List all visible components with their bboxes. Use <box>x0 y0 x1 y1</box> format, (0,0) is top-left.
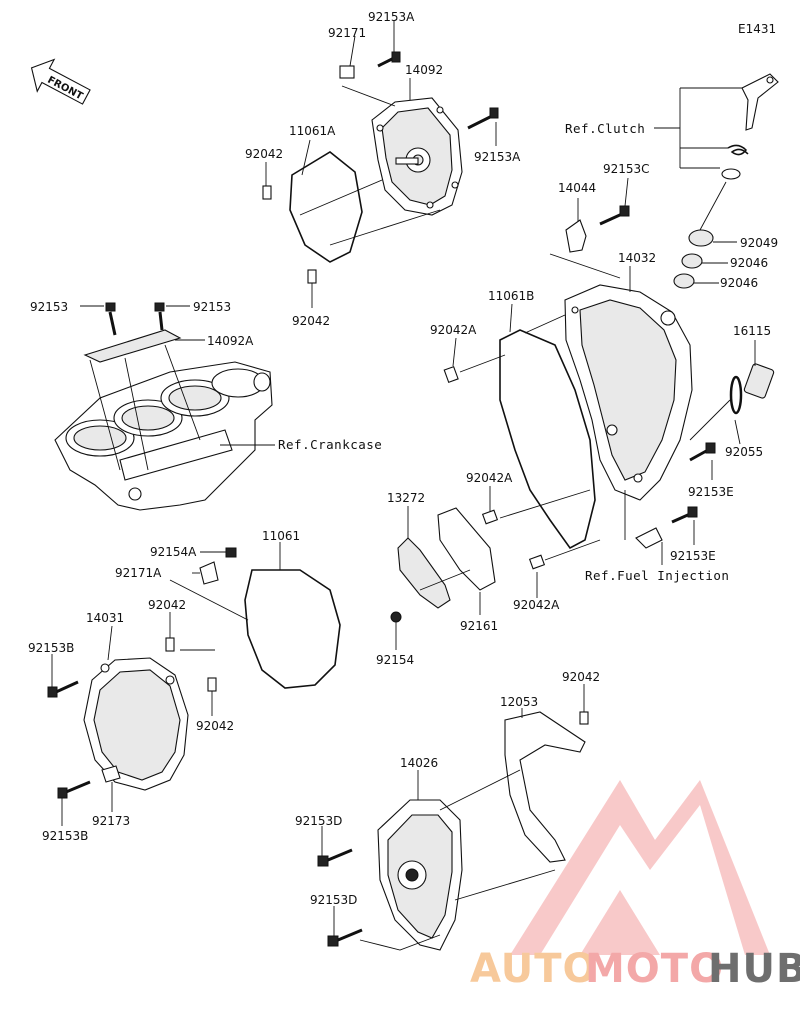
label-92042-c: 92042 <box>148 598 186 612</box>
label-92153E-a: 92153E <box>688 485 734 499</box>
label-92046-a: 92046 <box>730 256 768 270</box>
label-12053: 12053 <box>500 695 538 709</box>
label-14092: 14092 <box>405 63 443 77</box>
label-92153-right: 92153 <box>193 300 231 314</box>
part-92153A-bolt-right <box>467 107 499 130</box>
label-92153A-top: 92153A <box>368 10 415 24</box>
part-11061A-gasket <box>289 151 363 263</box>
part-14032-clutch-cover <box>564 284 693 501</box>
label-92173: 92173 <box>92 814 130 828</box>
part-14092A-cover <box>83 329 182 363</box>
ref-fuel-injection: Ref.Fuel Injection <box>585 568 729 583</box>
label-92154: 92154 <box>376 653 414 667</box>
label-92042-d: 92042 <box>196 719 234 733</box>
part-92046-a-bearing <box>681 253 703 269</box>
label-92153-left: 92153 <box>30 300 68 314</box>
front-arrow-icon: FRONT <box>30 58 91 105</box>
label-14031: 14031 <box>86 611 124 625</box>
part-11061-gasket <box>244 569 341 689</box>
part-92042A-dowel-a <box>443 365 459 383</box>
part-92055-oring <box>729 375 743 415</box>
label-92153D-a: 92153D <box>295 814 342 828</box>
label-92042-e: 92042 <box>562 670 600 684</box>
clutch-lever <box>741 73 779 131</box>
part-92153D-bolt-a <box>317 848 353 867</box>
label-92171: 92171 <box>328 26 366 40</box>
part-92042-dowel-e <box>579 711 589 725</box>
label-11061A: 11061A <box>289 124 336 138</box>
ref-clutch: Ref.Clutch <box>565 121 645 136</box>
part-12053-bracket <box>504 711 586 863</box>
part-92153E-bolt-a <box>689 442 716 462</box>
label-92153A-right: 92153A <box>474 150 521 164</box>
label-92153D-b: 92153D <box>310 893 357 907</box>
label-14032: 14032 <box>618 251 656 265</box>
label-92042-b: 92042 <box>292 314 330 328</box>
label-14092A: 14092A <box>207 334 254 348</box>
part-92171-clip <box>339 65 355 79</box>
ref-crankcase: Ref.Crankcase <box>278 437 382 452</box>
part-14092-cover <box>371 97 463 216</box>
part-92154-bolt <box>390 611 402 623</box>
label-14044: 14044 <box>558 181 596 195</box>
label-92042A-b: 92042A <box>466 471 513 485</box>
label-16115: 16115 <box>733 324 771 338</box>
watermark-moto: MOTO <box>585 946 724 992</box>
label-92153E-b: 92153E <box>670 549 716 563</box>
part-11061B-gasket <box>499 329 596 550</box>
diagram-code: E1431 <box>738 22 776 36</box>
part-92153C-bolt <box>599 205 630 226</box>
part-13272-plate <box>397 537 451 609</box>
part-92046-b-bearing <box>673 273 695 289</box>
watermark-hub: HUB <box>708 946 800 992</box>
label-92154A: 92154A <box>150 545 197 559</box>
watermark-auto: AUTO <box>470 946 598 992</box>
label-92042-a: 92042 <box>245 147 283 161</box>
part-92153D-bolt-b <box>327 928 363 947</box>
label-92042A-c: 92042A <box>513 598 560 612</box>
part-92153-bolt-right <box>154 302 165 331</box>
part-92153B-bolt-b <box>57 780 91 799</box>
part-92042A-dowel-b <box>481 509 499 525</box>
part-92153A-bolt-top <box>377 51 401 68</box>
label-92153C: 92153C <box>603 162 650 176</box>
part-16115-plug <box>743 363 775 399</box>
part-92153B-bolt-a <box>47 680 79 698</box>
label-92055: 92055 <box>725 445 763 459</box>
part-92153E-bolt-b <box>671 506 698 524</box>
label-11061B: 11061B <box>488 289 534 303</box>
label-92153B-a: 92153B <box>28 641 74 655</box>
clutch-spring <box>727 144 749 156</box>
label-14026: 14026 <box>400 756 438 770</box>
part-92173-clip <box>101 765 121 783</box>
label-92042A-a: 92042A <box>430 323 477 337</box>
label-92153B-b: 92153B <box>42 829 88 843</box>
part-92042-dowel-a <box>262 185 272 200</box>
part-14026-sprocket-cover <box>377 799 463 951</box>
fuel-injection-clip <box>635 527 663 549</box>
clutch-washer <box>721 168 741 180</box>
label-13272: 13272 <box>387 491 425 505</box>
part-92042A-dowel-c <box>528 554 546 570</box>
part-92153-bolt-left <box>105 302 117 336</box>
part-92042-dowel-d <box>207 677 217 692</box>
part-14031-generator-cover <box>83 657 189 791</box>
crankcase-outline <box>54 361 273 511</box>
part-92042-dowel-c <box>165 637 175 652</box>
part-92171A-clip <box>199 561 219 585</box>
part-14044-bracket <box>565 219 587 253</box>
part-92161-gasket <box>437 507 496 591</box>
part-92049-seal <box>688 229 714 247</box>
part-92042-dowel-b <box>307 269 317 284</box>
label-11061: 11061 <box>262 529 300 543</box>
watermark-logo: AUTO MOTO HUB <box>470 780 800 992</box>
part-92154A-bolt <box>225 547 237 558</box>
label-92046-b: 92046 <box>720 276 758 290</box>
label-92049: 92049 <box>740 236 778 250</box>
label-92161: 92161 <box>460 619 498 633</box>
label-92171A: 92171A <box>115 566 162 580</box>
